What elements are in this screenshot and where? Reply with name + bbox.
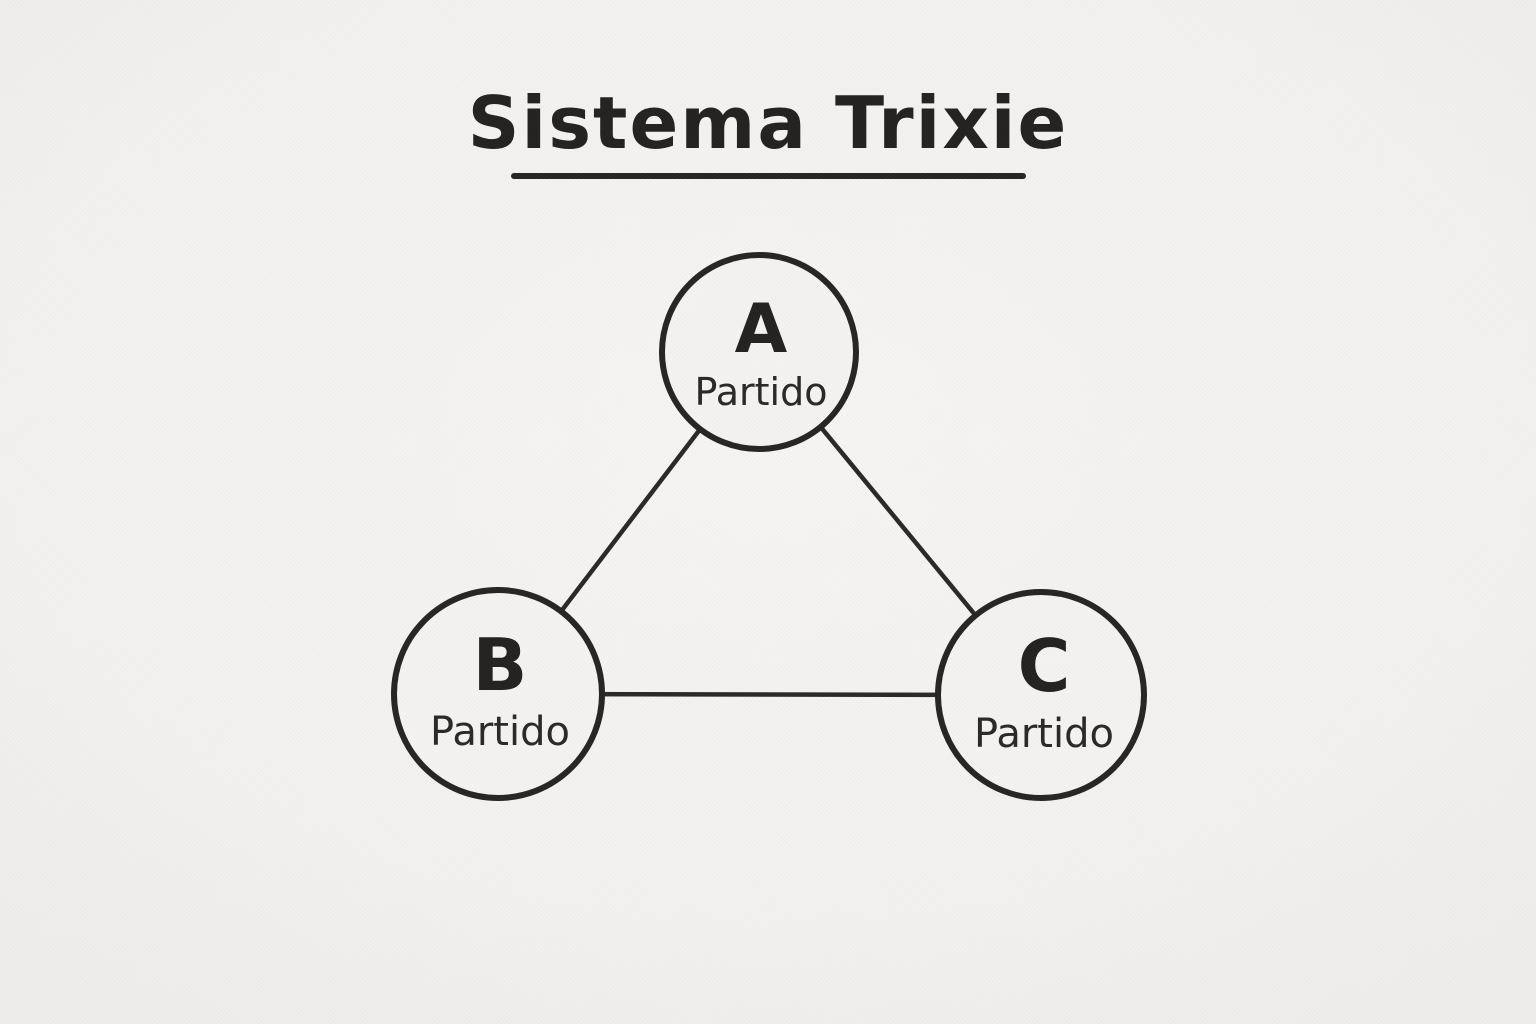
node-b-letter: B xyxy=(473,623,528,707)
node-b-circle xyxy=(391,587,605,801)
title-underline xyxy=(510,173,1026,180)
node-c-label: Partido xyxy=(974,711,1114,757)
node-b-label: Partido xyxy=(430,709,570,755)
node-a-letter: A xyxy=(735,290,788,369)
node-a-label: Partido xyxy=(695,370,828,414)
diagram-title: Sistema Trixie xyxy=(467,81,1069,165)
node-a-circle xyxy=(659,252,859,452)
node-c-letter: C xyxy=(1018,624,1071,708)
node-c-circle xyxy=(935,589,1147,801)
title-block: Sistema Trixie xyxy=(0,81,1536,180)
